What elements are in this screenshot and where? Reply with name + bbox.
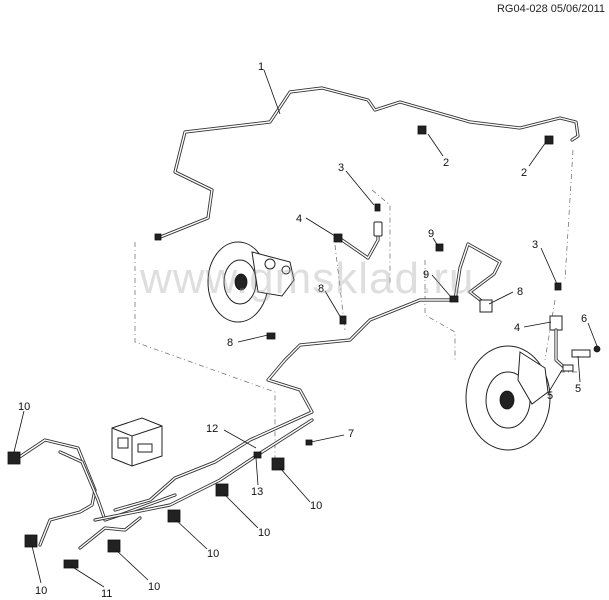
rear-right-brake-assembly (465, 345, 551, 451)
callout-6: 6 (581, 313, 587, 325)
callout-5-left: 5 (547, 390, 553, 402)
watermark: www.gmsklad.ru (140, 254, 475, 303)
callout-3-right: 3 (532, 239, 538, 251)
callout-10-middle: 10 (207, 548, 219, 560)
callout-3-left: 3 (338, 162, 344, 174)
brake-pipe-bracket (453, 242, 502, 313)
callout-8-lower: 8 (227, 337, 233, 349)
document-reference: RG04-028 05/06/2011 (496, 3, 605, 15)
assembly-guide-lines (134, 149, 580, 462)
brake-pipe-main (156, 86, 580, 240)
front-left-brake-assembly (207, 241, 295, 323)
leader-lines (13, 69, 598, 588)
callout-7: 7 (348, 428, 354, 440)
callout-10-bottom: 10 (148, 581, 160, 593)
callout-5-right: 5 (575, 383, 581, 395)
callout-12: 12 (206, 423, 218, 435)
brake-pipe-middle (113, 298, 457, 512)
callout-9-upper: 9 (428, 228, 434, 240)
callout-10-center: 10 (258, 527, 270, 539)
callout-labels: 1 2 2 3 3 4 4 5 5 6 7 8 8 8 9 9 10 10 10… (18, 61, 587, 600)
callout-2-upper: 2 (443, 157, 449, 169)
callout-8-right: 8 (517, 286, 523, 298)
callout-10-bottomleft: 10 (35, 585, 47, 597)
brake-pipe-lower-loop (16, 418, 314, 550)
clips-and-fittings (7, 125, 554, 569)
callout-11: 11 (101, 588, 112, 600)
callout-2-right: 2 (521, 167, 527, 179)
flex-hose-left (340, 203, 383, 260)
callout-9-lower: 9 (423, 269, 429, 281)
callout-4-left: 4 (296, 213, 302, 225)
callout-8-left: 8 (318, 283, 324, 295)
callout-13: 13 (251, 486, 263, 498)
callout-1: 1 (258, 61, 264, 73)
callout-4-right: 4 (514, 322, 520, 334)
callout-10-topleft: 10 (18, 401, 30, 413)
abs-module (111, 417, 163, 467)
flex-hose-right (549, 282, 601, 372)
callout-10-right: 10 (310, 500, 322, 512)
